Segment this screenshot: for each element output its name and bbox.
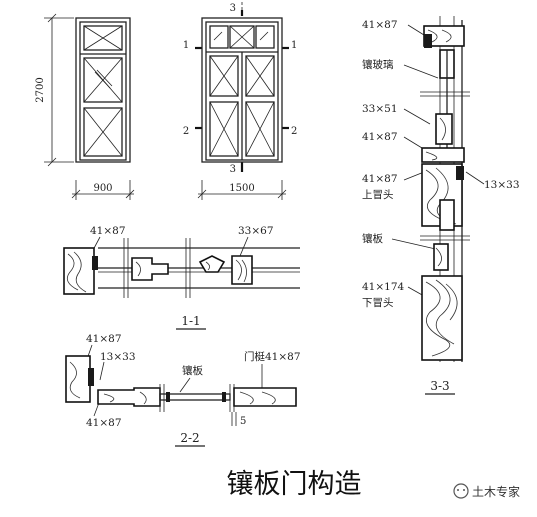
height-dim-label: 2700 [35, 77, 46, 102]
section-3-3-label-6: 13×33 [484, 179, 520, 191]
section-3-3-label-3: 33×51 [362, 103, 398, 115]
section-2-2-label-top: 41×87 [86, 333, 122, 345]
cut-1-right-label: 1 [291, 40, 297, 51]
section-3-3-label-1: 41×87 [362, 19, 398, 31]
section-3-3-label-8b: 下冒头 [362, 297, 394, 309]
section-3-3-label-5b: 上冒头 [362, 189, 394, 201]
cut-3-top-label: 3 [230, 3, 236, 14]
section-2-2: 41×87 13×33 41×87 镶板 门梃41×87 5 [65, 333, 301, 447]
section-2-2-label-panel: 镶板 [182, 364, 203, 377]
section-3-3-label-2: 镶玻璃 [362, 58, 394, 71]
single-door-elevation: 2700 900 [35, 13, 135, 200]
section-2-2-label-bottom: 41×87 [86, 417, 122, 429]
section-2-2-label-frame: 门梃41×87 [244, 350, 301, 363]
section-2-2-title: 2-2 [180, 431, 199, 445]
cut-1-left-label: 1 [183, 40, 189, 51]
cut-2-left-label: 2 [183, 126, 189, 137]
cut-2-right-label: 2 [291, 126, 297, 137]
watermark-text: 土木专家 [472, 484, 520, 499]
section-1-1-title: 1-1 [181, 314, 200, 328]
double-width-dim-label: 1500 [229, 183, 254, 194]
section-3-3-title: 3-3 [430, 379, 449, 393]
cut-3-bottom-label: 3 [230, 164, 236, 175]
section-1-1-label-right: 33×67 [238, 225, 274, 237]
wechat-icon [453, 483, 469, 499]
figure-caption: 镶板门构造 [227, 469, 362, 500]
section-3-3: 41×87 镶玻璃 33×51 41×87 41×87 上冒头 13×33 镶板… [362, 16, 520, 395]
section-2-2-dim-5: 5 [240, 416, 246, 427]
single-width-dim-label: 900 [93, 183, 112, 194]
section-1-1: 41×87 33×67 1-1 [63, 225, 300, 330]
section-3-3-label-8a: 41×174 [362, 281, 405, 293]
section-1-1-label-left: 41×87 [90, 225, 126, 237]
section-3-3-label-4: 41×87 [362, 131, 398, 143]
watermark: 土木专家 [453, 483, 520, 499]
section-3-3-label-5a: 41×87 [362, 173, 398, 185]
section-2-2-label-mid: 13×33 [100, 351, 136, 363]
double-door-elevation: 3 3 1 1 2 2 [183, 2, 297, 200]
section-3-3-label-7: 镶板 [362, 232, 383, 245]
